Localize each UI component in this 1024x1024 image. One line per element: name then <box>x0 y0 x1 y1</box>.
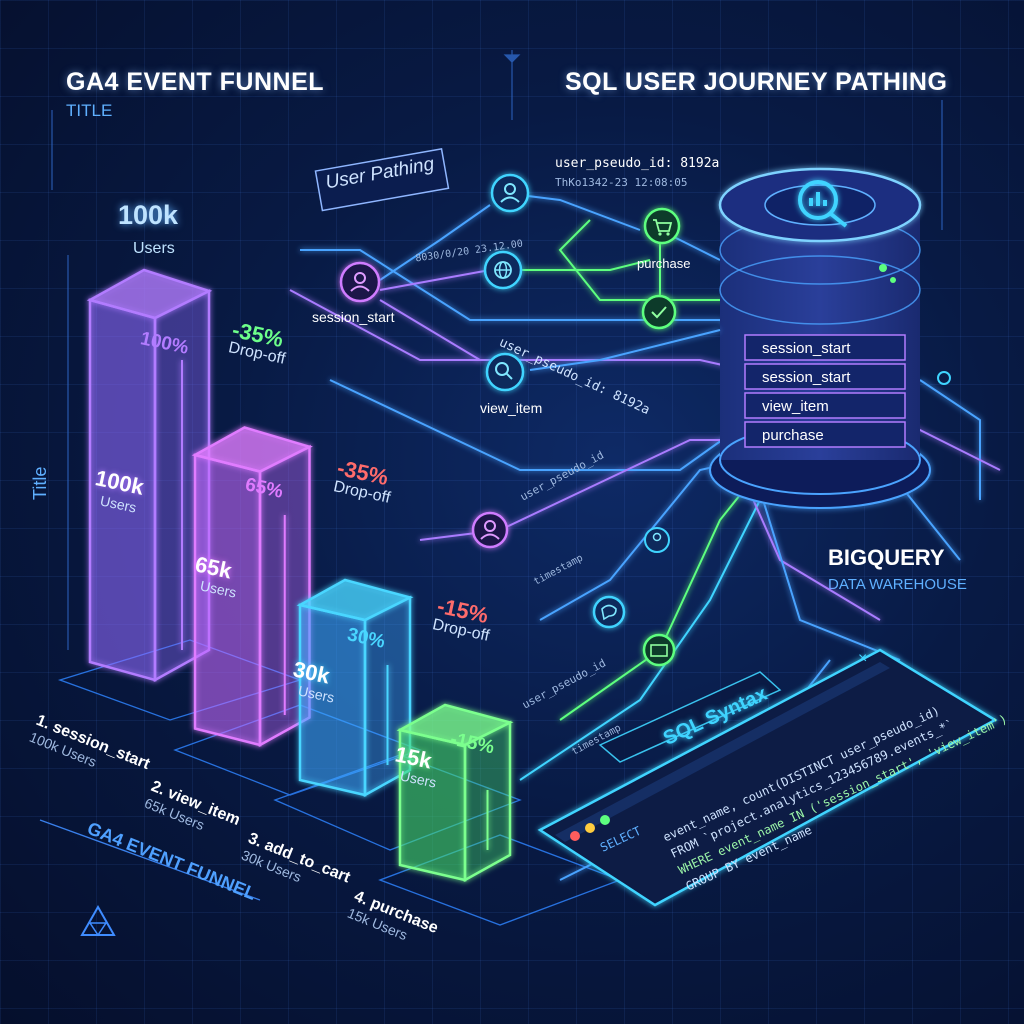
funnel-subtitle: TITLE <box>66 101 113 120</box>
db-row-1 <box>744 334 906 361</box>
db-row-3-label: view_item <box>762 398 829 415</box>
node-purchase-label: purchase <box>637 256 691 271</box>
bigquery-title: BIGQUERY <box>828 545 945 570</box>
funnel-title: GA4 EVENT FUNNEL <box>66 68 325 96</box>
card-node[interactable] <box>642 633 676 667</box>
funnel-bar-3 <box>296 578 414 798</box>
user-pathing <box>314 147 721 667</box>
view-item-node[interactable] <box>485 352 525 392</box>
funnel-bar-2 <box>191 426 313 748</box>
purchase-node[interactable] <box>643 207 681 245</box>
user-node-small[interactable] <box>644 527 670 553</box>
node-session-start-label: session_start <box>312 309 395 325</box>
database-rows: session_start session_start view_itempurch… <box>744 334 906 448</box>
logo-icon <box>80 904 116 941</box>
bigquery-subtitle: DATA WAREHOUSE <box>828 576 967 593</box>
user-node-lower[interactable] <box>471 511 509 549</box>
db-row-1-label: session_start <box>762 340 851 357</box>
db-row-2-label: session_start <box>762 369 851 386</box>
funnel-bar-4 <box>396 703 514 883</box>
frame-lines <box>51 50 943 650</box>
pathing-user-id: user_pseudo_id: 8192a <box>555 156 720 171</box>
funnel-bars <box>86 268 514 883</box>
node-view-item-label: view_item <box>480 400 543 416</box>
session-start-node[interactable] <box>339 261 381 303</box>
pathing-timestamp: ThKo1342-23 12:08:05 <box>555 176 688 189</box>
sql-panel <box>537 648 998 907</box>
sql-close-icon[interactable]: × <box>858 650 868 667</box>
top-count: 100k <box>118 200 179 230</box>
cart-check-node[interactable] <box>641 294 677 330</box>
user-node[interactable] <box>490 173 530 213</box>
db-row-4-label: purchase <box>762 427 824 444</box>
search-analytics-icon <box>798 180 848 228</box>
db-row-2 <box>744 363 906 390</box>
db-row-4 <box>744 421 906 448</box>
sql-title: SQL USER JOURNEY PATHING <box>565 68 948 96</box>
db-row-3 <box>744 392 906 419</box>
chat-node[interactable] <box>592 595 626 629</box>
globe-node[interactable] <box>483 250 523 290</box>
top-users: Users <box>133 240 175 257</box>
